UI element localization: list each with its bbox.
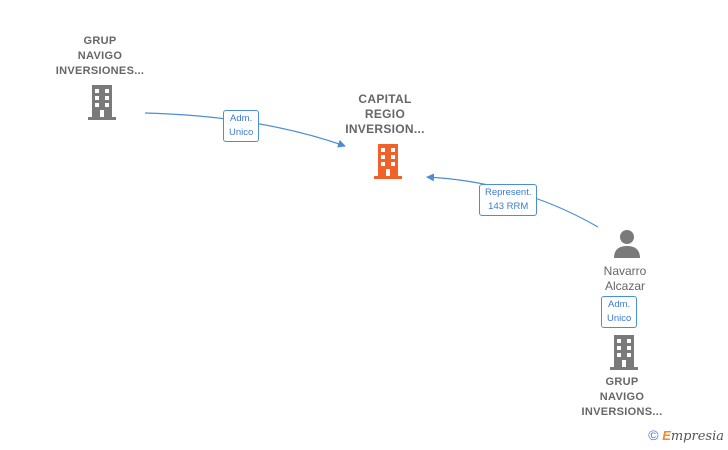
edge-label-line: Unico (229, 127, 254, 138)
edge-label-line: 143 RRM (488, 201, 529, 212)
building-icon (610, 335, 638, 370)
node-label: INVERSION... (345, 122, 425, 136)
node-label: Navarro (603, 264, 647, 278)
node-grup-navigo-bottom[interactable]: GRUP NAVIGO INVERSIONS... (562, 375, 682, 420)
brand-initial: E (662, 428, 671, 443)
edge-label-adm-top[interactable]: Adm. Unico (223, 110, 260, 142)
person-icon (614, 230, 640, 258)
node-label: NAVIGO (77, 50, 123, 62)
node-capital-regio[interactable]: CAPITAL REGIO INVERSION... (325, 92, 445, 137)
node-label: CAPITAL (358, 92, 412, 106)
node-label: GRUP (605, 376, 639, 388)
edge-label-line: Adm. (608, 299, 631, 310)
building-icon (374, 144, 402, 179)
edge-label-line: Represent. (485, 187, 532, 198)
node-label: Alcazar (604, 279, 645, 293)
building-icon (88, 85, 116, 120)
edge-label-line: Unico (607, 313, 632, 324)
node-grup-navigo-top[interactable]: GRUP NAVIGO INVERSIONES... (40, 34, 160, 79)
brand-name: mpresia (670, 429, 724, 444)
node-label: INVERSIONES... (55, 65, 145, 77)
edge-label-line: Adm. (230, 113, 253, 124)
edge-label-adm-bottom[interactable]: Adm. Unico (601, 296, 638, 328)
node-label: NAVIGO (599, 391, 645, 403)
brand-watermark: © Empresia (648, 427, 724, 444)
node-label: INVERSIONS... (581, 406, 663, 418)
node-label: GRUP (83, 35, 117, 47)
copyright-icon: © (648, 427, 659, 443)
edge-label-represent[interactable]: Represent. 143 RRM (479, 184, 538, 216)
node-label: REGIO (364, 107, 406, 121)
